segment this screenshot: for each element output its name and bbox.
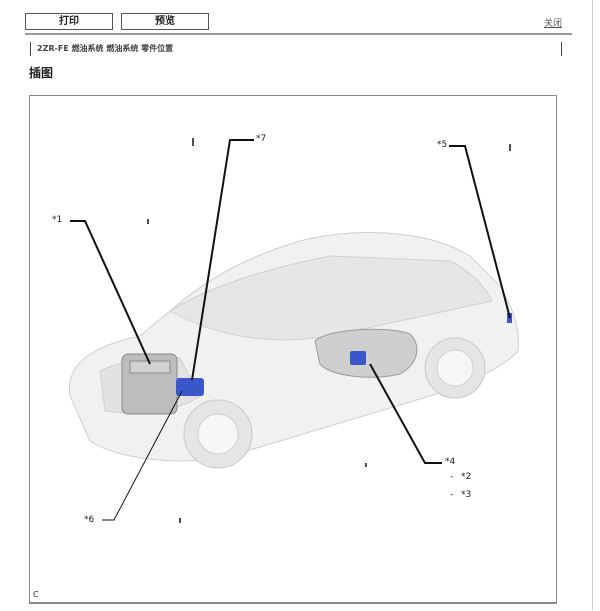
highlight-part-ecm bbox=[176, 378, 204, 396]
callout-6: *6 bbox=[84, 515, 95, 525]
header-divider bbox=[25, 33, 572, 35]
callout-7: *7 bbox=[256, 134, 267, 144]
rear-wheel bbox=[424, 337, 486, 399]
leader-line-4 bbox=[369, 363, 442, 464]
highlight-part-pump bbox=[350, 351, 366, 365]
figure-code: C bbox=[33, 590, 39, 599]
scrollbar-track[interactable] bbox=[592, 0, 593, 610]
leader-line-1 bbox=[70, 220, 151, 365]
dash-3: - bbox=[450, 490, 454, 500]
preview-button[interactable]: 预览 bbox=[121, 13, 209, 30]
breadcrumb-end-rule bbox=[561, 42, 562, 56]
callout-1: *1 bbox=[52, 215, 63, 225]
dash-2: - bbox=[450, 472, 454, 482]
callout-5: *5 bbox=[437, 140, 448, 150]
parts-table-top bbox=[29, 603, 557, 611]
leader-line-5 bbox=[449, 145, 511, 319]
car-illustration bbox=[68, 138, 519, 523]
print-button[interactable]: 打印 bbox=[25, 13, 113, 30]
illustration-figure: *1 *7 *5 *4 - *2 - *3 *6 C bbox=[29, 95, 557, 603]
callout-3: *3 bbox=[461, 490, 472, 500]
leader-line-7 bbox=[191, 139, 254, 381]
tick-marks bbox=[147, 138, 511, 523]
section-title: 插图 bbox=[29, 66, 54, 80]
leader-lines bbox=[70, 139, 511, 521]
callout-2: *2 bbox=[461, 472, 472, 482]
front-wheel bbox=[183, 399, 253, 469]
callout-4: *4 bbox=[445, 457, 456, 467]
engine-assembly bbox=[121, 353, 178, 415]
breadcrumb: 2ZR-FE 燃油系统 燃油系统 零件位置 bbox=[30, 42, 173, 56]
close-link[interactable]: 关闭 bbox=[543, 19, 562, 29]
toolbar: 打印 预览 关闭 bbox=[0, 0, 600, 34]
leader-line-6 bbox=[102, 390, 183, 521]
